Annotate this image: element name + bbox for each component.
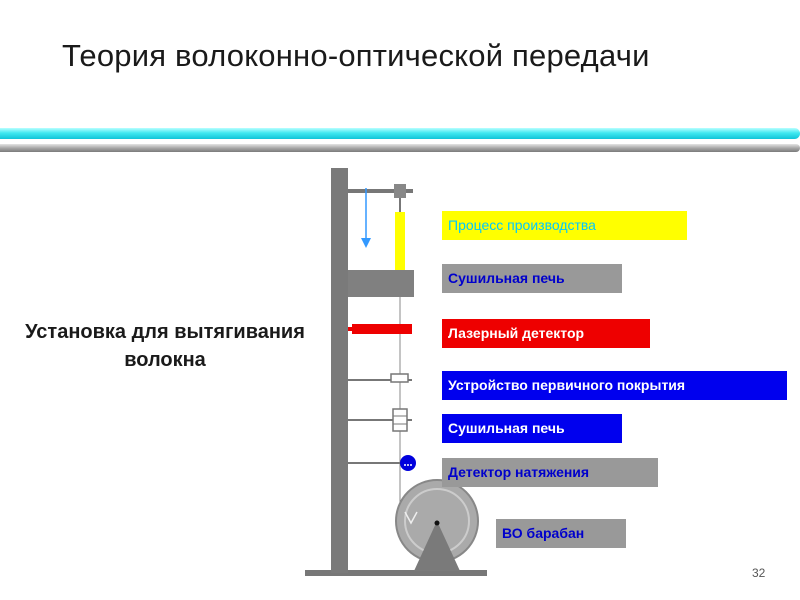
tension-wheel: [400, 455, 416, 471]
page-number: 32: [752, 566, 766, 580]
label-laser: Лазерный детектор: [442, 319, 650, 348]
slide-title: Теория волоконно-оптической передачи: [62, 38, 650, 73]
drum-axle: [434, 520, 440, 526]
drum-stand: [414, 521, 460, 571]
oven2-box: [392, 408, 408, 432]
feed-arrow-head: [361, 238, 371, 248]
label-coating: Устройство первичного покрытия: [442, 371, 787, 400]
coating-cup: [390, 373, 409, 383]
title-underline-gray: [0, 144, 800, 152]
laser-detector: [352, 324, 412, 334]
label-oven1: Сушильная печь: [442, 264, 622, 293]
label-oven2: Сушильная печь: [442, 414, 622, 443]
label-drum: ВО барабан: [496, 519, 626, 548]
preform: [395, 212, 405, 274]
furnace: [348, 270, 414, 297]
tower-column: [331, 168, 348, 573]
label-process: Процесс производства: [442, 211, 687, 240]
label-tension: Детектор натяжения: [442, 458, 658, 487]
tower-base: [305, 570, 487, 576]
drum-rotation-arrow: [404, 511, 418, 525]
feed-block: [394, 184, 406, 198]
title-underline-cyan: [0, 128, 800, 139]
top-arm: [348, 189, 413, 193]
setup-label: Установка для вытягивания волокна: [25, 321, 305, 371]
